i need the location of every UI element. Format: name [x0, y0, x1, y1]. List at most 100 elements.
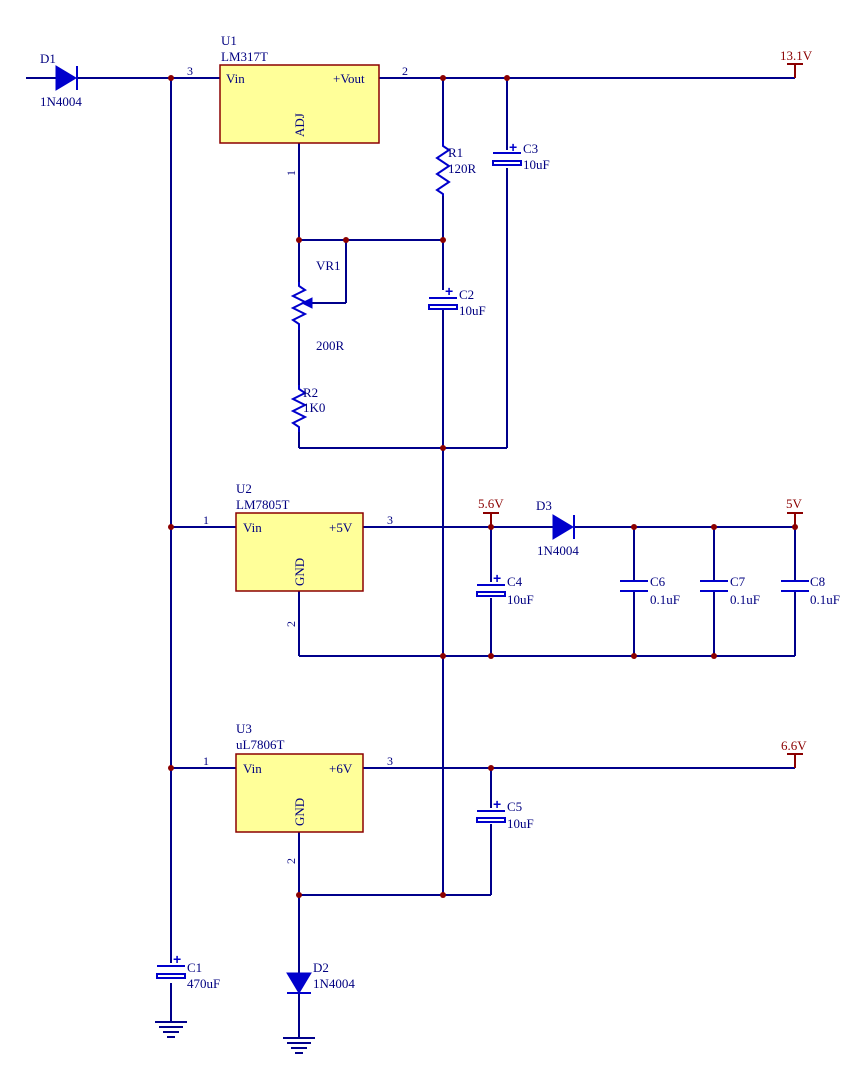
c3-value: 10uF: [523, 157, 550, 172]
u3-value: uL7806T: [236, 737, 284, 752]
regulator-u2[interactable]: U2 LM7805T Vin +5V GND 1 3 2: [203, 481, 393, 627]
c1-value: 470uF: [187, 976, 220, 991]
junction-dot: [440, 237, 446, 243]
capacitor-c1[interactable]: + C1 470uF: [156, 951, 220, 991]
u1-value: LM317T: [221, 49, 268, 64]
c2-value: 10uF: [459, 303, 486, 318]
c6-ref: C6: [650, 574, 666, 589]
d1-value: 1N4004: [40, 94, 82, 109]
u3-pin-vout: +6V: [329, 761, 353, 776]
junction-dot: [296, 237, 302, 243]
regulator-u1[interactable]: U1 LM317T Vin +Vout ADJ 3 2 1: [187, 33, 408, 176]
d1-ref: D1: [40, 51, 56, 66]
r1-ref: R1: [448, 145, 463, 160]
c4-plus-sign: +: [493, 570, 501, 586]
junction-dot: [440, 653, 446, 659]
potentiometer-vr1[interactable]: VR1 200R: [290, 258, 345, 353]
u1-pin-vin: Vin: [226, 71, 245, 86]
c4-ref: C4: [507, 574, 523, 589]
vr1-ref: VR1: [316, 258, 341, 273]
capacitor-c2[interactable]: + C2 10uF: [428, 283, 486, 318]
junction-dot: [631, 653, 637, 659]
ground-symbol-d2: [283, 1037, 315, 1054]
regulator-u3[interactable]: U3 uL7806T Vin +6V GND 1 3 2: [203, 721, 393, 864]
junction-dot: [504, 75, 510, 81]
junction-dot: [711, 524, 717, 530]
u2-ref: U2: [236, 481, 252, 496]
c8-ref: C8: [810, 574, 825, 589]
junction-dot: [296, 892, 302, 898]
c5-plus-sign: +: [493, 796, 501, 812]
c5-value: 10uF: [507, 816, 534, 831]
c6-value: 0.1uF: [650, 592, 680, 607]
junction-dot: [488, 653, 494, 659]
power-port-5v6: 5.6V: [478, 496, 504, 527]
u1-pin-vout: +Vout: [333, 71, 365, 86]
c7-value: 0.1uF: [730, 592, 760, 607]
diode-d1[interactable]: D1 1N4004: [40, 51, 82, 109]
u3-pin-out-number: 3: [387, 754, 393, 768]
wires: [26, 77, 796, 1038]
c7-ref: C7: [730, 574, 746, 589]
capacitor-c7[interactable]: C7 0.1uF: [700, 574, 760, 607]
c3-ref: C3: [523, 141, 538, 156]
u2-pin-in-number: 1: [203, 513, 209, 527]
u3-ref: U3: [236, 721, 252, 736]
capacitor-c5[interactable]: + C5 10uF: [476, 796, 534, 831]
power-label-5v6: 5.6V: [478, 496, 504, 511]
c1-ref: C1: [187, 960, 202, 975]
diode-d3[interactable]: D3 1N4004: [536, 498, 579, 558]
capacitor-c8[interactable]: C8 0.1uF: [781, 574, 840, 607]
d3-value: 1N4004: [537, 543, 579, 558]
junction-dot: [168, 75, 174, 81]
junction-dot: [168, 524, 174, 530]
r1-value: 120R: [448, 161, 477, 176]
u2-pin-vout: +5V: [329, 520, 353, 535]
junction-dot: [168, 765, 174, 771]
u2-pin-gnd-number: 2: [284, 621, 298, 627]
d3-ref: D3: [536, 498, 552, 513]
junction-dot: [440, 892, 446, 898]
resistor-r2[interactable]: R2 1K0: [290, 385, 325, 432]
power-port-5v: 5V: [786, 496, 803, 527]
u1-pin-in-number: 3: [187, 64, 193, 78]
diode-d2[interactable]: D2 1N4004: [286, 960, 355, 994]
junction-dot: [488, 765, 494, 771]
u2-pin-gnd: GND: [292, 558, 307, 586]
u2-value: LM7805T: [236, 497, 290, 512]
u3-pin-gnd-number: 2: [284, 858, 298, 864]
junction-dot: [711, 653, 717, 659]
power-port-13v1: 13.1V: [780, 48, 813, 78]
c4-value: 10uF: [507, 592, 534, 607]
capacitor-c4[interactable]: + C4 10uF: [476, 570, 534, 607]
c2-plus-sign: +: [445, 283, 453, 299]
c5-ref: C5: [507, 799, 522, 814]
c1-plus-sign: +: [173, 951, 181, 967]
power-port-6v6: 6.6V: [781, 738, 807, 768]
resistor-r1[interactable]: R1 120R: [435, 140, 477, 196]
ground-symbol-c1: [155, 1021, 187, 1038]
u2-pin-out-number: 3: [387, 513, 393, 527]
u1-pin-adj-number: 1: [284, 170, 298, 176]
power-label-5v: 5V: [786, 496, 803, 511]
junction-dot: [440, 445, 446, 451]
u2-pin-vin: Vin: [243, 520, 262, 535]
d2-value: 1N4004: [313, 976, 355, 991]
junction-dot: [440, 75, 446, 81]
u3-pin-gnd: GND: [292, 798, 307, 826]
capacitor-c3[interactable]: + C3 10uF: [492, 139, 550, 172]
capacitor-c6[interactable]: C6 0.1uF: [620, 574, 680, 607]
u3-pin-in-number: 1: [203, 754, 209, 768]
junction-dot: [343, 237, 349, 243]
vr1-value: 200R: [316, 338, 345, 353]
u1-pin-adj: ADJ: [292, 113, 307, 137]
u1-ref: U1: [221, 33, 237, 48]
r2-ref: R2: [303, 385, 318, 400]
u1-pin-out-number: 2: [402, 64, 408, 78]
r2-value: 1K0: [303, 400, 325, 415]
power-label-6v6: 6.6V: [781, 738, 807, 753]
c8-value: 0.1uF: [810, 592, 840, 607]
c3-plus-sign: +: [509, 139, 517, 155]
power-label-13v1: 13.1V: [780, 48, 813, 63]
